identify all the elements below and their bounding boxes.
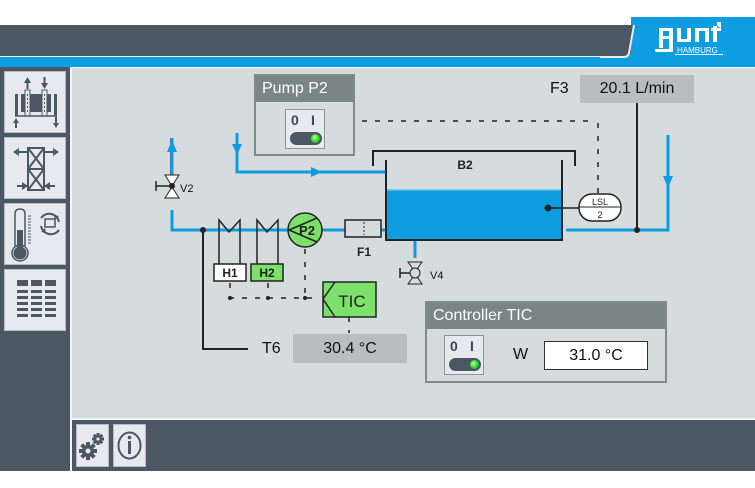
- bottom-divider: [72, 418, 755, 420]
- info-button[interactable]: [113, 424, 146, 467]
- lsl-label-top: LSL: [592, 197, 608, 207]
- filter-f1-label: F1: [357, 245, 371, 259]
- valve-v2[interactable]: [155, 174, 180, 199]
- tic-controller-box[interactable]: [322, 281, 377, 318]
- thermometer-cycle-icon: [11, 208, 60, 262]
- tank-water-level: [386, 190, 562, 239]
- pump-panel-title: Pump P2: [256, 76, 353, 102]
- tank-b2: [372, 150, 576, 241]
- switch-track: [290, 132, 322, 145]
- info-icon: [117, 431, 142, 460]
- header-slant: [600, 17, 640, 59]
- controller-tic-panel: Controller TIC 0 I W 31.0 °C: [425, 301, 667, 383]
- t6-label: T6: [262, 340, 281, 357]
- switch-track: [449, 358, 481, 371]
- controller-panel-title: Controller TIC: [427, 303, 665, 329]
- filter-f1: [344, 219, 382, 238]
- table-grid-icon: [17, 280, 56, 317]
- valve-v4-label: V4: [430, 270, 443, 282]
- heater-h2-label: H2: [259, 266, 275, 280]
- setpoint-label: W: [513, 346, 529, 363]
- setpoint-input[interactable]: 31.0 °C: [544, 341, 648, 370]
- heater-h1-label: H1: [222, 266, 238, 280]
- switch-on-label: I: [470, 338, 474, 354]
- f3-label: F3: [550, 80, 569, 97]
- arrow-up-icon: [167, 140, 177, 152]
- heater-h2: [256, 217, 279, 264]
- arrow-down-icon: [663, 176, 673, 188]
- heater-h2-box[interactable]: [250, 263, 284, 282]
- arrow-down-icon: [232, 144, 242, 155]
- heat-exchanger-icon: [13, 77, 59, 128]
- pump-p2[interactable]: [287, 212, 323, 248]
- arrow-right-icon: [311, 167, 322, 177]
- switch-off-label: 0: [450, 338, 458, 354]
- f3-flow-readout: 20.1 L/min: [580, 75, 694, 103]
- logo-background: [631, 17, 755, 67]
- tank-b2-label: B2: [457, 158, 473, 172]
- settings-button[interactable]: [76, 424, 109, 467]
- gunt-logo: HAMBURG: [655, 22, 723, 55]
- sidebar-item-data-table[interactable]: [4, 269, 66, 331]
- lsl-label-bottom: 2: [597, 210, 602, 220]
- heater-h1-box[interactable]: [213, 263, 247, 282]
- valve-v2-label: V2: [180, 183, 193, 195]
- sidebar-item-cross-flow[interactable]: [4, 137, 66, 199]
- cross-flow-icon: [13, 147, 59, 191]
- controller-tic-switch[interactable]: 0 I: [444, 335, 484, 375]
- sidebar-item-temperature-control[interactable]: [4, 203, 66, 265]
- sidebar-divider: [70, 67, 72, 471]
- pump-p2-panel: Pump P2 0 I: [254, 74, 355, 156]
- pump-p2-switch[interactable]: 0 I: [285, 109, 325, 149]
- t6-sensor-line: [202, 230, 248, 350]
- status-led-icon: [470, 360, 479, 369]
- logo-subtext: HAMBURG: [677, 46, 718, 55]
- signal-lines: [229, 120, 599, 333]
- flow-arrows: [167, 140, 673, 188]
- switch-on-label: I: [311, 112, 315, 128]
- gears-icon: [79, 433, 104, 460]
- sidebar-item-heat-exchanger[interactable]: [4, 71, 66, 133]
- switch-off-label: 0: [291, 112, 299, 128]
- t6-temperature-readout: 30.4 °C: [293, 334, 407, 363]
- status-led-icon: [311, 134, 320, 143]
- pump-p2-label: P2: [299, 223, 315, 238]
- tic-label: TIC: [338, 292, 365, 311]
- heater-h1: [218, 217, 241, 264]
- bottom-toolbar: [72, 420, 755, 471]
- valve-v4[interactable]: [399, 261, 423, 285]
- header-accent-stripe: [0, 57, 755, 67]
- level-switch-lsl2: [578, 193, 622, 222]
